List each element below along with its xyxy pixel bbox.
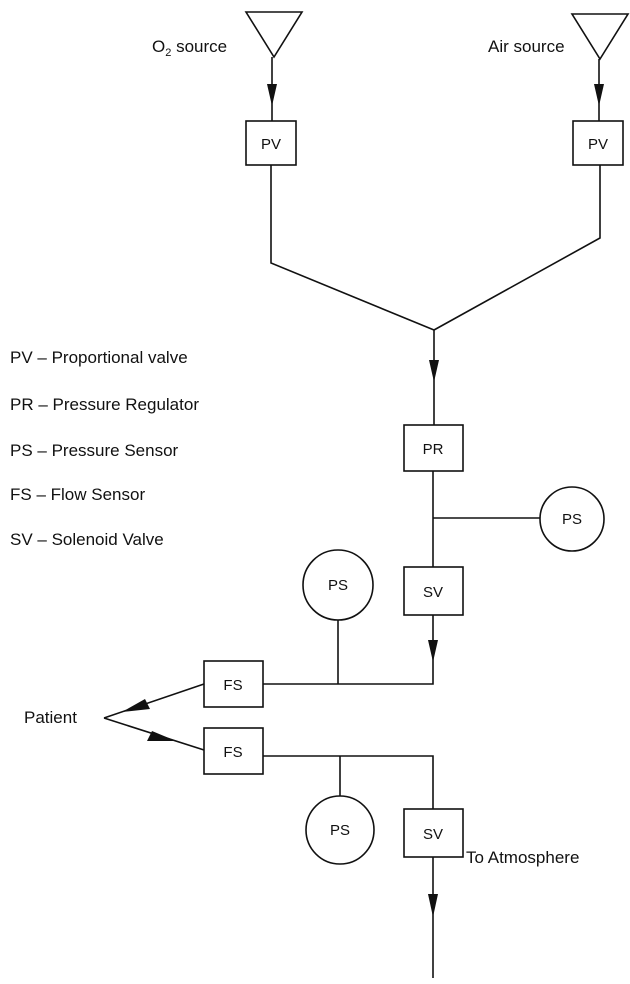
legend-item: FS – Flow Sensor [10, 485, 145, 504]
pv-o2-label: PV [261, 136, 281, 153]
patient-inspiratory-line [103, 683, 205, 719]
pr-label: PR [423, 441, 444, 458]
atmosphere-label: To Atmosphere [466, 848, 579, 867]
fs-inspiratory-label: FS [223, 677, 242, 694]
legend-item: SV – Solenoid Valve [10, 530, 164, 549]
ps-expiratory-circle [305, 795, 375, 865]
o2-merge-line [270, 165, 435, 331]
sv-expiratory-box [403, 808, 464, 858]
arrow-down-icon [267, 84, 277, 106]
arrow-right-icon [147, 731, 176, 741]
ps-upper-label: PS [562, 511, 582, 528]
arrow-down-icon [429, 360, 439, 382]
ps-inspiratory-label: PS [328, 577, 348, 594]
air-merge-line [433, 165, 601, 331]
legend-item: PV – Proportional valve [10, 348, 188, 367]
fs-expiratory-label: FS [223, 744, 242, 761]
o2-source-label: O2 source [152, 37, 227, 59]
fs-inspiratory-box [203, 660, 264, 708]
air-source-label: Air source [488, 37, 565, 56]
arrow-down-icon [428, 894, 438, 917]
ps-expiratory-label: PS [330, 822, 350, 839]
inspiratory-line [263, 615, 434, 685]
expiratory-line [263, 755, 434, 809]
legend: PV – Proportional valve PR – Pressure Re… [10, 348, 199, 549]
air-source-triangle-icon [570, 13, 630, 61]
legend-item: PR – Pressure Regulator [10, 395, 199, 414]
arrow-left-icon [122, 699, 150, 712]
sv-inspiratory-label: SV [423, 584, 443, 601]
arrow-down-icon [594, 84, 604, 106]
o2-source-triangle-icon [244, 11, 304, 59]
arrow-down-icon [428, 640, 438, 662]
legend-item: PS – Pressure Sensor [10, 441, 179, 460]
patient-label: Patient [24, 708, 77, 727]
pv-air-label: PV [588, 136, 608, 153]
sv-inspiratory-box [403, 566, 464, 616]
ps-upper-circle [539, 486, 605, 552]
pv-air-box [572, 120, 624, 166]
fs-expiratory-box [203, 727, 264, 775]
pr-box [403, 424, 464, 472]
sv-expiratory-label: SV [423, 826, 443, 843]
